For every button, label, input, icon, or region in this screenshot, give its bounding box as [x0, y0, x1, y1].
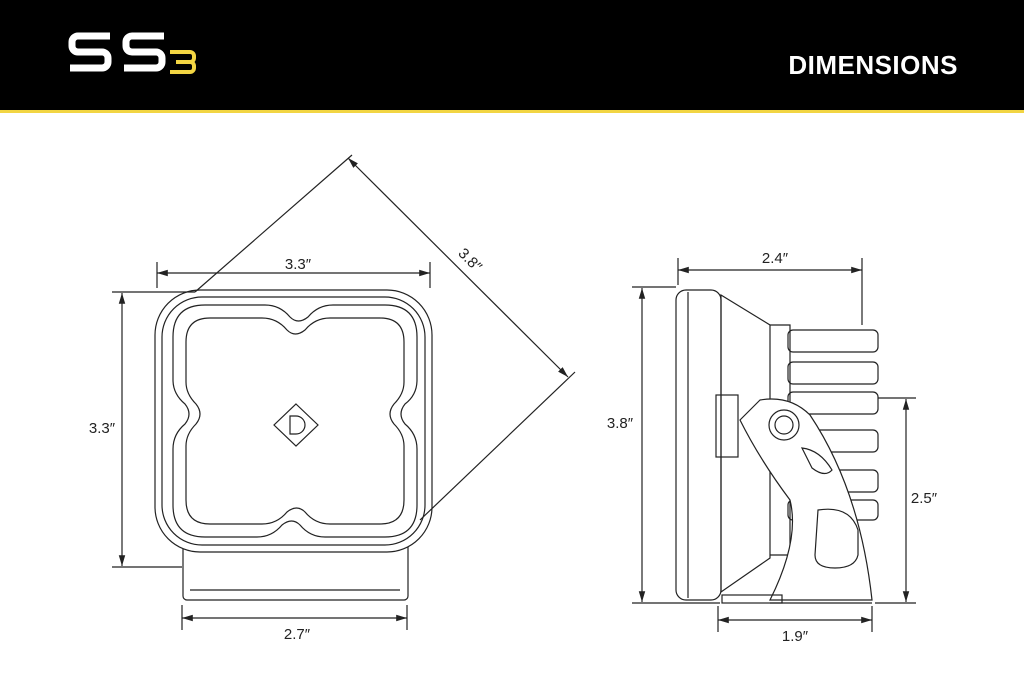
lens-outline [172, 304, 418, 538]
mount-base [721, 594, 783, 604]
ss3-logo [68, 32, 196, 74]
base-width-label: 1.9″ [782, 628, 809, 645]
arm-cutout [814, 508, 859, 569]
mount-height-label: 2.5″ [911, 490, 938, 507]
bracket-width-label: 2.7″ [284, 626, 311, 643]
front-width-label: 3.3″ [285, 256, 312, 273]
heatsink-fin [787, 361, 879, 385]
diagonal-label: 3.8″ [455, 245, 486, 276]
side-clip [715, 394, 739, 458]
side-lens [675, 289, 722, 601]
page-title: DIMENSIONS [788, 50, 958, 80]
front-view-light [154, 289, 433, 601]
heatsink-fin [787, 329, 879, 353]
diagonal-dimension [347, 157, 569, 378]
side-height-label: 3.8″ [607, 415, 634, 432]
side-body [720, 293, 771, 594]
header-bar: DIMENSIONS [0, 0, 1024, 113]
front-height-label: 3.3″ [89, 420, 116, 437]
side-view-light [675, 289, 879, 604]
brand-badge [273, 403, 319, 447]
side-mount-arm [739, 398, 873, 601]
side-depth-label: 2.4″ [762, 250, 789, 267]
